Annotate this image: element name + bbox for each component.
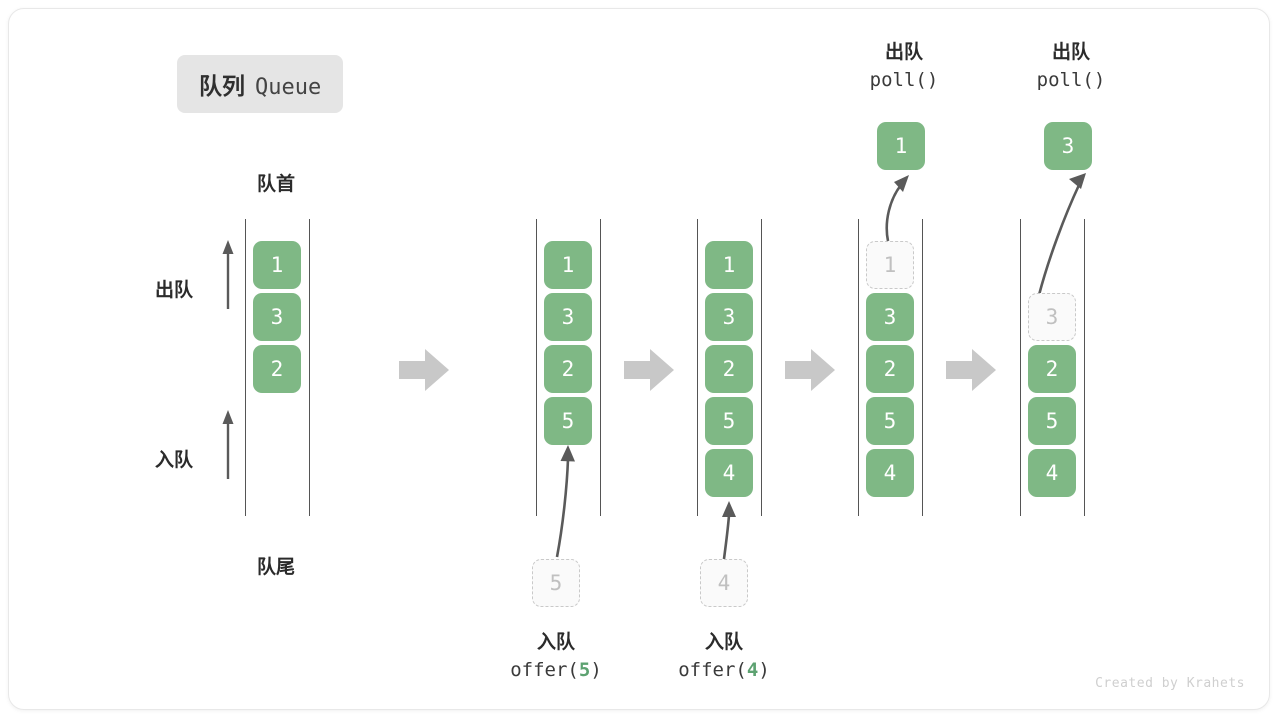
stage-4-cell-3: 5 xyxy=(1028,397,1076,445)
offer-5-code: offer(5) xyxy=(456,657,656,685)
offer-4-fn: offer( xyxy=(678,658,747,681)
dequeue-direction-label: 出队 xyxy=(155,280,194,301)
offer-5-cn: 入队 xyxy=(536,632,575,653)
offer-4-cn: 入队 xyxy=(704,632,743,653)
stage-0-rail-right xyxy=(309,219,310,516)
stage-2-cell-3: 5 xyxy=(705,397,753,445)
offer-5-close: ) xyxy=(590,658,602,681)
stage-1-cell-0: 1 xyxy=(544,241,592,289)
stage-2-incoming-ghost: 4 xyxy=(700,559,748,607)
enqueue-direction-label: 入队 xyxy=(155,450,194,471)
title-en: Queue xyxy=(255,75,322,100)
step-arrow-2-icon xyxy=(624,349,674,391)
stage-3-rail-right xyxy=(922,219,923,516)
stage-2-cell-4: 4 xyxy=(705,449,753,497)
step-arrow-4-icon xyxy=(946,349,996,391)
dequeue-direction-arrow xyxy=(222,240,234,309)
stage-2-cell-0: 1 xyxy=(705,241,753,289)
stage-1-rail-right xyxy=(600,219,601,516)
stage-1-enqueue-arrow xyxy=(555,445,575,558)
stage-1-rail-left xyxy=(536,219,537,516)
stage-3-cell-1: 3 xyxy=(866,293,914,341)
stage-3-outgoing-cell: 1 xyxy=(877,122,925,170)
operation-label-poll-1: 出队 poll() xyxy=(814,39,994,94)
stage-1-cell-3: 5 xyxy=(544,397,592,445)
stage-4-cell-2: 2 xyxy=(1028,345,1076,393)
operation-label-poll-2: 出队 poll() xyxy=(981,39,1161,94)
stage-2-rail-right xyxy=(761,219,762,516)
stage-3-dequeue-arrow xyxy=(885,175,909,242)
stage-4-rail-right xyxy=(1084,219,1085,516)
credit-text: Created by Krahets xyxy=(1095,676,1245,691)
offer-4-arg: 4 xyxy=(746,658,759,681)
operation-label-offer-5: 入队 offer(5) xyxy=(456,629,656,684)
diagram-card: 队列 Queue 队首 队尾 出队 入队 1 3 2 1 3 2 5 5 入队 … xyxy=(8,8,1270,710)
step-arrow-3-icon xyxy=(785,349,835,391)
stage-1-incoming-ghost: 5 xyxy=(532,559,580,607)
stage-2-cell-2: 2 xyxy=(705,345,753,393)
stage-2-rail-left xyxy=(697,219,698,516)
stage-1-cell-1: 3 xyxy=(544,293,592,341)
stage-3-cell-4: 4 xyxy=(866,449,914,497)
title-cn: 队列 xyxy=(199,73,245,99)
poll-2-cn: 出队 xyxy=(1051,42,1090,63)
stage-3-rail-left xyxy=(858,219,859,516)
stage-4-outgoing-cell: 3 xyxy=(1044,122,1092,170)
offer-4-close: ) xyxy=(758,658,770,681)
step-arrow-1-icon xyxy=(399,349,449,391)
offer-4-code: offer(4) xyxy=(624,657,824,685)
stage-2-cell-1: 3 xyxy=(705,293,753,341)
stage-4-cell-1: 3 xyxy=(1028,293,1076,341)
stage-4-dequeue-arrow xyxy=(1037,173,1086,296)
stage-0-cell-1: 3 xyxy=(253,293,301,341)
queue-rear-label: 队尾 xyxy=(256,557,295,578)
poll-2-code: poll() xyxy=(1036,68,1106,91)
stage-1-cell-2: 2 xyxy=(544,345,592,393)
stage-4-rail-left xyxy=(1020,219,1021,516)
poll-1-cn: 出队 xyxy=(884,42,923,63)
stage-4-cell-4: 4 xyxy=(1028,449,1076,497)
enqueue-direction-arrow xyxy=(222,410,234,479)
stage-0-cell-2: 2 xyxy=(253,345,301,393)
stage-0-cell-0: 1 xyxy=(253,241,301,289)
poll-1-code: poll() xyxy=(869,68,939,91)
stage-3-cell-0: 1 xyxy=(866,241,914,289)
stage-3-cell-2: 2 xyxy=(866,345,914,393)
offer-5-arg: 5 xyxy=(578,658,591,681)
diagram-title-badge: 队列 Queue xyxy=(177,55,344,113)
stage-3-cell-3: 5 xyxy=(866,397,914,445)
queue-front-label: 队首 xyxy=(256,174,295,195)
operation-label-offer-4: 入队 offer(4) xyxy=(624,629,824,684)
stage-0-rail-left xyxy=(245,219,246,516)
offer-5-fn: offer( xyxy=(510,658,579,681)
stage-2-enqueue-arrow xyxy=(722,501,736,560)
